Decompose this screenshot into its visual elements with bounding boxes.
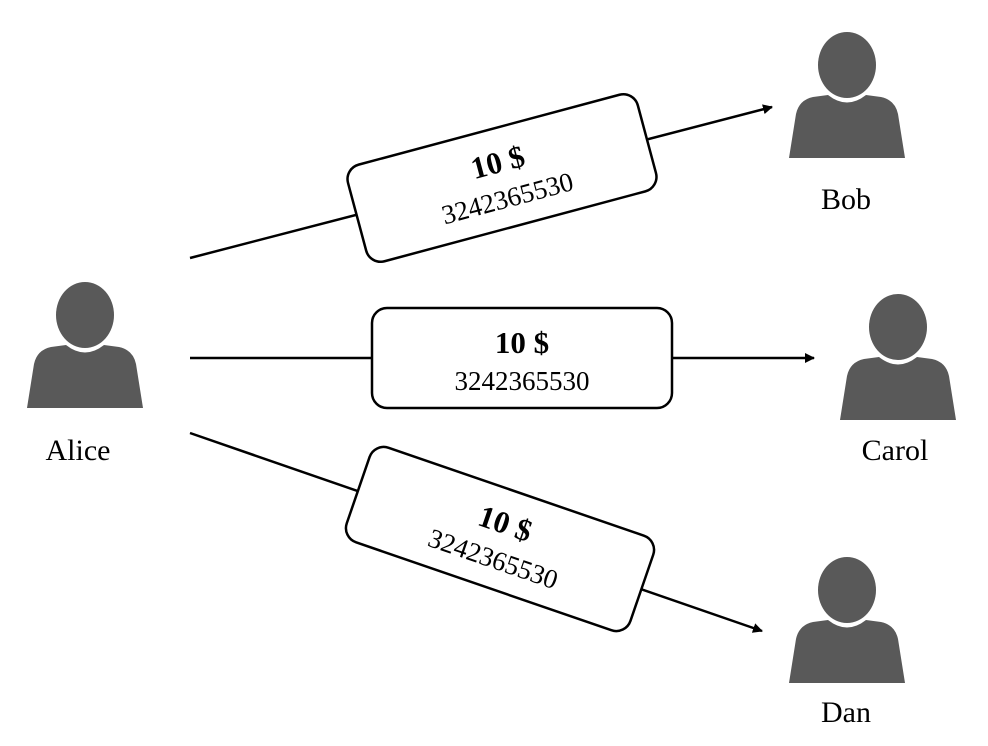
person-name-bob: Bob: [821, 183, 871, 216]
user-icon: [840, 294, 956, 420]
transaction-box-dan: 10 $ 3242365530: [344, 445, 656, 633]
user-icon: [789, 557, 905, 683]
transaction-box-carol: 10 $ 3242365530: [370, 306, 674, 410]
transaction-box-bob: 10 $ 3242365530: [346, 93, 658, 263]
person-name-alice: Alice: [46, 434, 111, 467]
transaction-id: 3242365530: [455, 366, 590, 396]
user-icon: [789, 32, 905, 158]
user-icon: [27, 282, 143, 408]
person-alice: Alice: [27, 282, 143, 467]
person-carol: Carol: [840, 294, 956, 467]
person-bob: Bob: [789, 32, 905, 216]
person-dan: Dan: [789, 557, 905, 729]
amount-label: 10 $: [495, 325, 549, 360]
person-name-dan: Dan: [821, 696, 871, 729]
person-name-carol: Carol: [862, 434, 929, 467]
